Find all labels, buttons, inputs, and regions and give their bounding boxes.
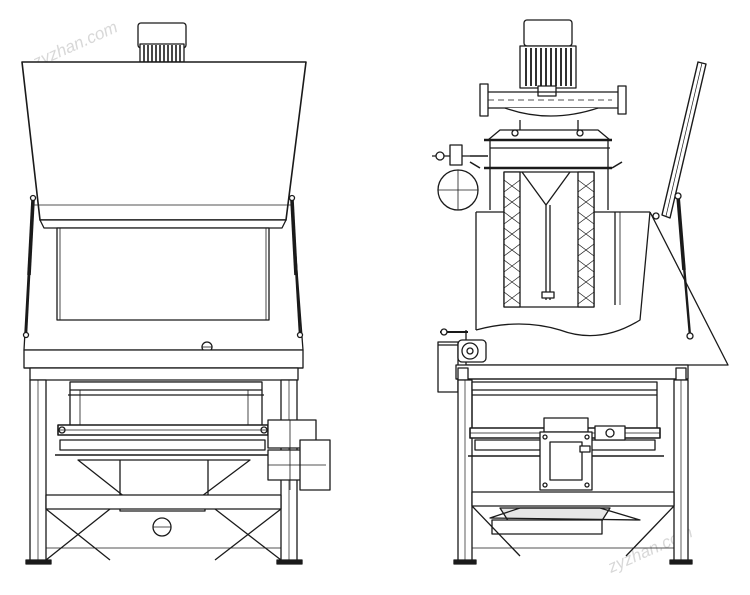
front-screen-deck <box>55 381 270 456</box>
side-view <box>432 19 729 565</box>
front-hopper-body <box>23 204 304 353</box>
side-lid-open <box>652 61 707 340</box>
side-pressure-valve <box>432 144 488 211</box>
front-frame-braces <box>45 494 282 561</box>
front-table-top <box>23 349 304 381</box>
front-gas-struts <box>22 194 304 339</box>
side-discharge <box>489 504 641 535</box>
front-lid-open <box>21 61 307 229</box>
side-filter-cartridge <box>503 171 595 308</box>
side-table-top <box>455 364 689 381</box>
side-butterfly-valve <box>437 328 487 393</box>
front-view <box>21 22 331 565</box>
side-motor <box>519 19 577 97</box>
side-frame-braces <box>471 491 675 557</box>
side-filter-top <box>469 129 623 210</box>
front-vibration-motor <box>267 419 331 491</box>
side-vibration-motor <box>539 417 593 491</box>
side-legs <box>453 379 693 565</box>
front-motor <box>137 22 187 63</box>
